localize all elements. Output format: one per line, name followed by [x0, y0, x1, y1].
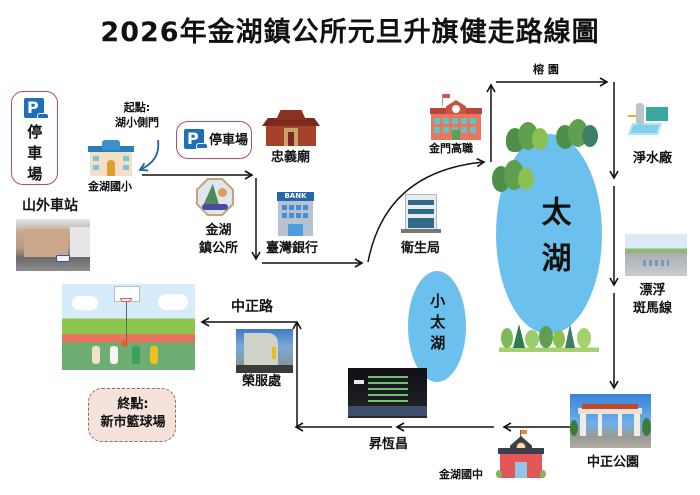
parking-middle: P 停車場 — [176, 121, 252, 159]
car-icon — [196, 143, 208, 149]
shanwai-station-photo — [16, 219, 90, 271]
label-shanwai-station: 山外車站 — [22, 198, 78, 214]
label-rong-yuan: 榕 園 — [533, 63, 559, 76]
little-tai-lake: 小太湖 — [408, 271, 466, 382]
label-bank-of-taiwan: 臺灣銀行 — [266, 241, 319, 256]
label-health-bureau: 衛生局 — [401, 241, 441, 256]
bank-building-icon: BANK — [277, 192, 314, 236]
parking-left: P 停車場 — [11, 91, 58, 187]
label-zhongzheng-road: 中正路 — [231, 299, 273, 315]
parking-left-label: 停車場 — [25, 124, 44, 187]
sheng-heng-chang-photo — [348, 368, 427, 418]
label-jinhu-elementary: 金湖國小 — [88, 180, 132, 193]
label-zhongzheng-park: 中正公園 — [587, 455, 640, 470]
little-tai-lake-label: 小太湖 — [428, 293, 447, 356]
end-label-line2: 新市籃球場 — [100, 414, 166, 430]
water-plant-icon — [626, 101, 672, 137]
trees-icon — [492, 160, 536, 196]
label-kinmen-vocational: 金門高職 — [429, 142, 473, 155]
label-water-plant: 淨水廠 — [633, 151, 673, 166]
label-floating-crosswalk-line2: 斑馬線 — [633, 300, 673, 316]
label-sheng-heng-chang: 昇恆昌 — [369, 437, 409, 452]
end-point-box: 終點: 新市籃球場 — [88, 388, 176, 442]
label-township-office: 金湖 鎮公所 — [199, 222, 238, 257]
clocktower-school-icon — [430, 94, 482, 140]
trees-icon — [556, 119, 598, 155]
school-building-icon — [88, 140, 134, 176]
tai-lake-label: 太湖 — [535, 196, 571, 288]
label-jinhu-junior-high: 金湖國中 — [439, 468, 483, 481]
label-floating-crosswalk: 漂浮 斑馬線 — [633, 282, 672, 317]
label-township-office-line2: 鎮公所 — [199, 240, 239, 256]
label-township-office-line1: 金湖 — [205, 223, 232, 238]
office-building-icon — [401, 194, 441, 234]
veterans-office-photo — [236, 329, 293, 373]
label-floating-crosswalk-line1: 漂浮 — [639, 283, 666, 298]
car-icon — [37, 113, 49, 119]
temple-icon — [262, 110, 320, 146]
label-veterans-office: 榮服處 — [242, 374, 282, 389]
start-label: 起點: 湖小側門 — [115, 101, 159, 131]
floating-crosswalk-photo — [625, 234, 687, 276]
start-label-line1: 起點: — [123, 101, 151, 114]
trees-icon — [506, 122, 550, 158]
end-label-line1: 終點: — [117, 397, 149, 412]
trees-icon — [499, 322, 599, 352]
bank-sign: BANK — [277, 192, 314, 201]
clocktower-school-icon — [496, 430, 546, 480]
page-title: 2026年金湖鎮公所元旦升旗健走路線圖 — [100, 17, 600, 48]
parking-middle-label: 停車場 — [209, 133, 249, 148]
zhongzheng-park-photo — [570, 394, 651, 448]
basketball-court-illustration — [62, 284, 195, 370]
label-zhongyi-temple: 忠義廟 — [271, 150, 311, 165]
end-label: 終點: 新市籃球場 — [89, 396, 177, 431]
start-label-line2: 湖小側門 — [115, 115, 159, 129]
township-emblem-icon — [196, 178, 234, 216]
